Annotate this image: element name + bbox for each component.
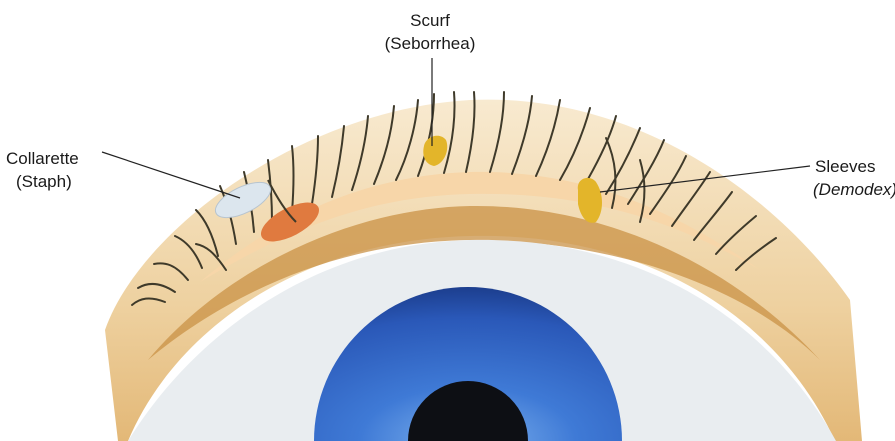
collarette-sublabel: (Staph) <box>16 172 72 191</box>
leader-line-collarette <box>102 152 240 198</box>
scurf-label: Scurf <box>410 11 450 30</box>
sleeves-label: Sleeves <box>815 157 875 176</box>
sleeves-sublabel: (Demodex) <box>813 180 895 199</box>
scurf-sublabel: (Seborrhea) <box>385 34 476 53</box>
collarette-label: Collarette <box>6 149 79 168</box>
